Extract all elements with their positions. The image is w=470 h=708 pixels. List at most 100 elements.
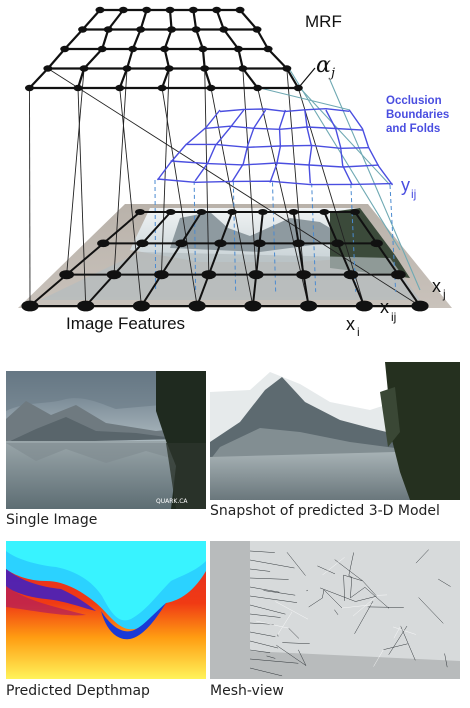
feature-edge	[141, 211, 172, 245]
mrf-diagram: MRF α j Occlusion Boundaries and Folds y…	[18, 6, 452, 339]
mrf-node	[233, 45, 243, 53]
mrf-edge	[192, 9, 198, 30]
mrf-node	[25, 84, 35, 92]
mrf-node	[206, 84, 216, 92]
feature-node	[175, 239, 188, 248]
mrf-edge	[256, 28, 270, 50]
svg-text:x: x	[432, 276, 441, 296]
mrf-edge	[168, 9, 173, 30]
mrf-edge	[285, 67, 300, 89]
image-plane-water	[40, 252, 420, 300]
mrf-edge	[241, 67, 259, 89]
watermark: QUARK.CA	[156, 498, 188, 505]
svg-text:x: x	[346, 314, 355, 334]
feature-node	[132, 300, 151, 312]
mrf-edge	[201, 48, 206, 69]
mrf-connector	[204, 68, 210, 275]
mrf-node	[95, 6, 105, 14]
feature-edge	[297, 243, 305, 275]
mrf-node	[115, 84, 125, 92]
mrf-edge	[161, 68, 171, 89]
mrf-connector	[257, 87, 310, 307]
occlusion-edge	[348, 109, 394, 186]
feature-node	[257, 209, 268, 215]
feature-node	[248, 270, 264, 280]
mrf-connector	[161, 87, 198, 307]
mrf-edge	[47, 48, 66, 70]
mrf-node	[191, 26, 201, 33]
mrf-node	[200, 65, 210, 72]
mrf-connector	[66, 68, 85, 275]
mrf-node	[79, 65, 89, 72]
occlusion-connector	[299, 87, 391, 186]
feature-node	[21, 300, 39, 312]
feature-node	[319, 209, 330, 215]
feature-node	[253, 239, 266, 248]
feature-node	[350, 209, 360, 215]
mrf-node	[219, 26, 229, 33]
mesh-view-image	[210, 541, 460, 679]
mrf-edge	[28, 67, 49, 89]
mrf-node	[212, 6, 222, 14]
mrf-node	[43, 65, 53, 72]
feature-node	[201, 270, 217, 280]
svg-text:ij: ij	[411, 187, 416, 201]
mrf-edge	[118, 68, 129, 89]
mesh-view-caption: Mesh-view	[210, 683, 284, 699]
alpha-j-label: α j	[316, 53, 335, 81]
feature-node	[214, 239, 227, 248]
snapshot-3d-render	[210, 362, 460, 500]
mrf-connector	[210, 87, 254, 307]
mrf-node	[165, 6, 175, 14]
occlusion-label: Occlusion Boundaries and Folds	[386, 95, 449, 135]
mrf-connector	[160, 68, 170, 275]
feature-node	[165, 209, 176, 215]
svg-text:j: j	[442, 287, 446, 301]
feature-edge	[113, 242, 144, 276]
mrf-node	[73, 84, 83, 92]
mrf-node	[263, 45, 273, 53]
feature-edge	[102, 211, 141, 245]
mrf-edge	[222, 28, 240, 50]
feature-node	[135, 209, 145, 215]
feature-edge	[292, 211, 300, 244]
mrf-edge	[131, 29, 142, 50]
mrf-node	[157, 84, 167, 92]
svg-text:Boundaries: Boundaries	[386, 109, 449, 121]
image-features-grid	[21, 209, 429, 312]
occlusion-drop	[350, 184, 357, 292]
svg-text:i: i	[357, 325, 360, 339]
feature-node	[292, 239, 305, 248]
depthmap-caption: Predicted Depthmap	[6, 683, 150, 699]
mrf-node	[128, 45, 138, 53]
feature-edge	[255, 243, 261, 275]
occlusion-grid	[156, 107, 394, 186]
feature-edge	[140, 274, 163, 307]
mrf-node	[118, 6, 128, 14]
svg-text:and Folds: and Folds	[386, 123, 440, 135]
occlusion-drop	[193, 180, 197, 292]
mrf-node	[252, 26, 262, 33]
mrf-node	[253, 84, 263, 92]
mrf-node	[235, 6, 245, 14]
feature-edge	[29, 273, 68, 307]
mrf-node	[282, 65, 292, 72]
mrf-node	[188, 6, 198, 14]
feature-node	[154, 270, 169, 280]
feature-node	[355, 300, 373, 312]
occlusion-connector	[259, 87, 351, 111]
feature-edge	[258, 211, 264, 244]
alpha-pointer	[297, 67, 316, 89]
feature-edge	[180, 211, 203, 244]
mrf-edge	[83, 48, 103, 70]
mrf-node	[97, 45, 107, 53]
mrf-edge	[267, 48, 288, 70]
feature-edge	[160, 242, 183, 276]
feature-node	[188, 300, 206, 312]
feature-node	[296, 270, 311, 280]
occlusion-drop	[232, 181, 237, 292]
mrf-edge	[195, 29, 204, 50]
feature-edge	[350, 274, 366, 307]
feature-edge	[397, 274, 421, 307]
feature-edge	[323, 211, 339, 244]
